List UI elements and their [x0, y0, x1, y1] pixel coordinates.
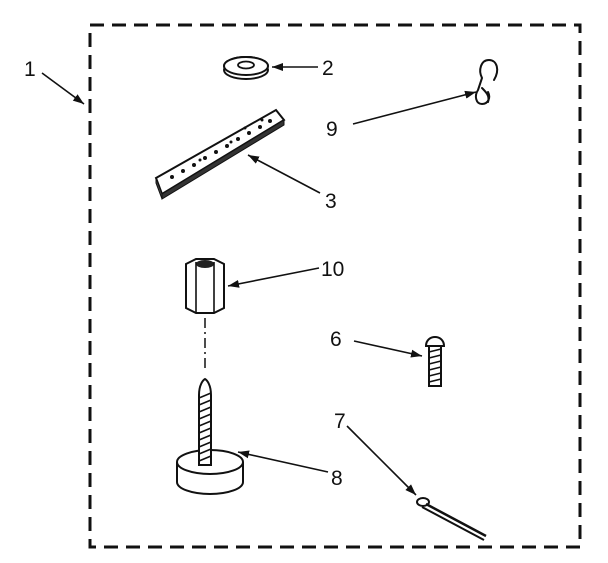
- callout-label-8: 8: [331, 467, 343, 490]
- callout-label-2: 2: [322, 57, 334, 80]
- callout-label-7: 7: [334, 410, 346, 433]
- screw-part: [424, 336, 446, 387]
- callout-arrow-1: [41, 72, 85, 105]
- hook-part: [474, 59, 499, 105]
- cotter-pin-part: [416, 497, 487, 541]
- callout-arrow-6: [353, 340, 423, 358]
- kit-frame: [88, 23, 582, 549]
- callout-label-6: 6: [330, 328, 342, 351]
- callout-arrow-3: [247, 154, 321, 194]
- washer-part: [223, 56, 269, 80]
- callout-label-1: 1: [24, 58, 36, 81]
- callout-arrow-7: [346, 425, 417, 496]
- callout-label-3: 3: [325, 190, 337, 213]
- leveling-leg-part: [176, 377, 244, 495]
- callout-label-10: 10: [321, 258, 344, 281]
- nut-part: [185, 258, 225, 314]
- callout-arrow-8: [237, 450, 329, 473]
- callout-arrow-9: [352, 90, 477, 125]
- bracket-part: [154, 108, 286, 200]
- callout-label-9: 9: [326, 118, 338, 141]
- callout-arrow-10: [227, 267, 320, 288]
